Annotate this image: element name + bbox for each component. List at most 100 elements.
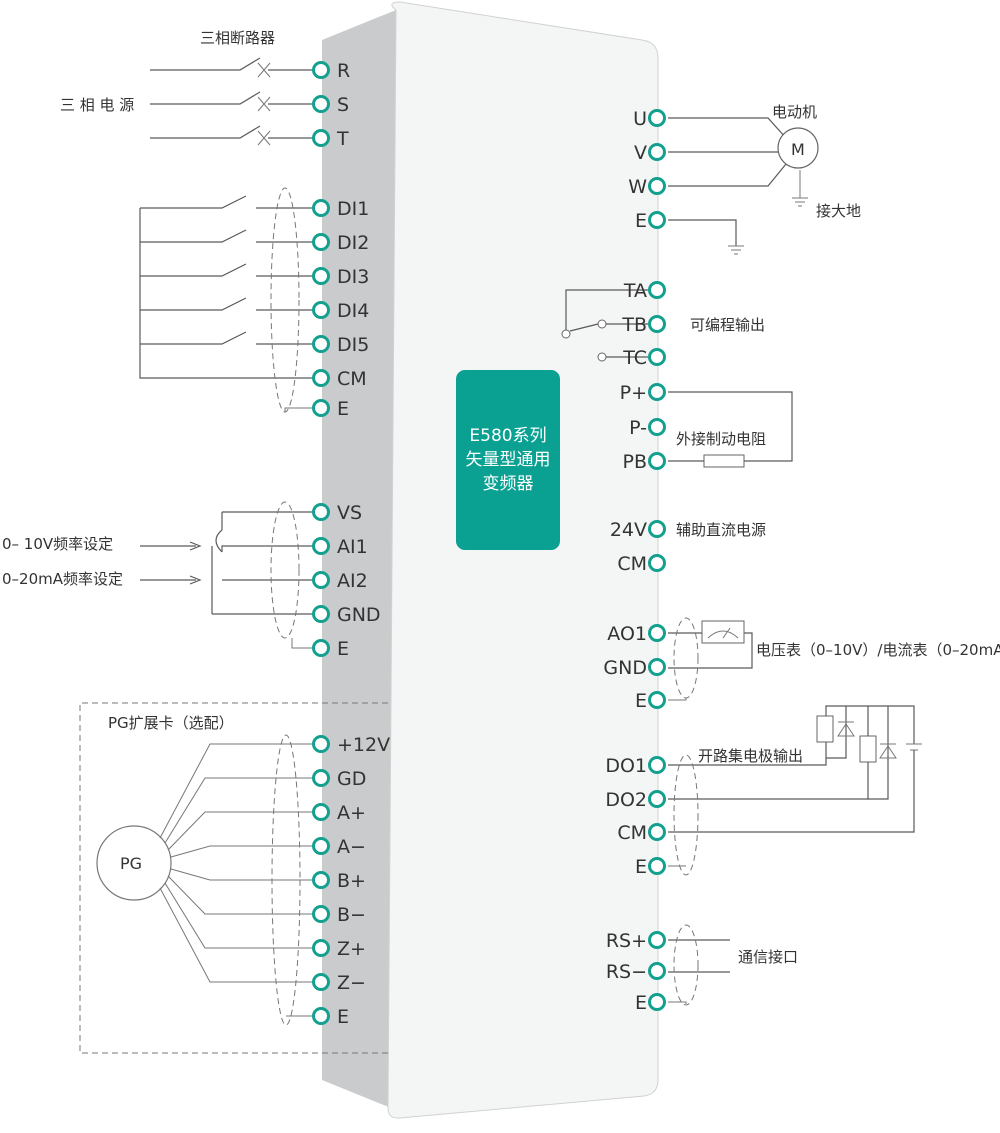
terminal-aux-1 [648,554,666,572]
terminal-digital-5 [312,369,330,387]
pg-label: PG [120,854,142,873]
digital-output-wiring [668,705,922,876]
digital-input-wiring [139,187,312,413]
terminal-pg-7 [312,973,330,991]
terminal-digital-2 [312,267,330,285]
terminal-label-relay-2: TC [622,347,647,369]
terminal-label-pg-0: +12V [337,734,390,756]
terminal-power-0 [312,61,330,79]
terminal-label-digital-6: E [337,398,349,420]
terminal-pg-8 [312,1007,330,1025]
terminal-label-digital-2: DI3 [337,266,369,288]
device-title-line-1: E580系列 [469,426,547,446]
device-title-line-2: 矢量型通用 [465,450,551,470]
terminal-label-digital-4: DI5 [337,334,369,356]
motor-label: 电动机 [772,103,817,121]
device-title-line-3: 变频器 [482,474,534,494]
terminal-label-analog-4: E [337,638,349,660]
terminal-label-digital_out-0: DO1 [605,755,647,777]
terminal-label-pg-7: Z− [337,972,366,994]
open-collector-label: 开路集电极输出 [698,747,803,765]
motor-wiring [668,117,819,255]
terminal-brake-1 [648,418,666,436]
terminal-brake-2 [648,452,666,470]
terminal-relay-1 [648,315,666,333]
terminals-layer: RSTDI1DI2DI3DI4DI5CMEVSAI1AI2GNDE+12VGDA… [312,60,666,1028]
terminal-label-motor-1: V [634,142,647,164]
analog-input-wiring [140,501,312,649]
terminal-label-pg-6: Z+ [337,938,366,960]
terminal-label-pg-3: A− [337,836,366,858]
terminal-label-relay-0: TA [623,280,647,302]
terminal-aux-0 [648,520,666,538]
meter-label: 电压表（0–10V）/电流表（0–20mA） [756,641,1000,659]
analog-output-wiring [668,617,753,701]
terminal-digital_out-0 [648,756,666,774]
terminal-relay-0 [648,281,666,299]
terminal-pg-6 [312,939,330,957]
terminal-label-analog-0: VS [337,502,362,524]
terminal-pg-2 [312,803,330,821]
terminal-pg-1 [312,769,330,787]
terminal-digital_out-2 [648,823,666,841]
terminal-power-2 [312,129,330,147]
terminal-brake-0 [648,383,666,401]
terminal-motor-0 [648,109,666,127]
aux-power-label: 辅助直流电源 [676,521,766,539]
comm-port-label: 通信接口 [738,948,798,966]
terminal-digital_out-3 [648,857,666,875]
terminal-label-digital_out-3: E [635,856,647,878]
terminal-digital-0 [312,199,330,217]
terminal-label-comm-2: E [635,992,647,1014]
terminal-label-aux-0: 24V [610,519,647,541]
terminal-label-comm-0: RS+ [606,930,647,952]
inverter-body [322,1,659,1119]
terminal-comm-1 [648,962,666,980]
terminal-label-analog_out-1: GND [603,657,647,679]
terminal-label-analog_out-0: AO1 [607,623,647,645]
terminal-pg-5 [312,905,330,923]
terminal-label-digital-0: DI1 [337,198,369,220]
ground-label: 接大地 [816,202,861,220]
terminal-label-analog_out-2: E [635,690,647,712]
device-title-box: E580系列 矢量型通用 变频器 [456,370,560,550]
terminal-label-relay-1: TB [621,314,647,336]
terminal-label-pg-8: E [337,1006,349,1028]
terminal-analog-4 [312,639,330,657]
power-source-label: 三 相 电 源 [60,96,134,114]
terminal-analog-0 [312,503,330,521]
breaker-label: 三相断路器 [200,29,275,47]
terminal-label-pg-4: B+ [337,870,366,892]
terminal-label-motor-0: U [633,108,647,130]
programmable-output-label: 可编程输出 [690,316,765,334]
terminal-motor-2 [648,177,666,195]
pg-card-outline [79,702,388,1054]
terminal-label-motor-3: E [635,210,647,232]
terminal-label-power-0: R [337,60,350,82]
terminal-digital-4 [312,335,330,353]
pg-card-label: PG扩展卡（选配） [108,714,234,732]
terminal-label-pg-2: A+ [337,802,366,824]
terminal-label-digital-1: DI2 [337,232,369,254]
terminal-label-digital_out-1: DO2 [605,789,647,811]
terminal-pg-3 [312,837,330,855]
motor-symbol: M [791,140,805,159]
terminal-label-analog-3: GND [337,604,381,626]
terminal-label-power-1: S [337,94,349,116]
terminal-digital-1 [312,233,330,251]
relay-wiring [561,289,648,362]
terminal-digital-3 [312,301,330,319]
terminal-label-brake-1: P- [629,417,647,439]
terminal-label-brake-0: P+ [620,382,647,404]
terminal-pg-0 [312,735,330,753]
freq-voltage-label: 0– 10V频率设定 [2,535,113,553]
terminal-digital-6 [312,399,330,417]
terminal-label-pg-5: B− [337,904,366,926]
terminal-analog-3 [312,605,330,623]
power-input-wiring [150,57,312,146]
terminal-comm-0 [648,931,666,949]
brake-resistor-label: 外接制动电阻 [676,430,766,448]
terminal-analog_out-0 [648,624,666,642]
pg-encoder-wiring [96,734,312,1026]
terminal-label-power-2: T [336,128,349,150]
